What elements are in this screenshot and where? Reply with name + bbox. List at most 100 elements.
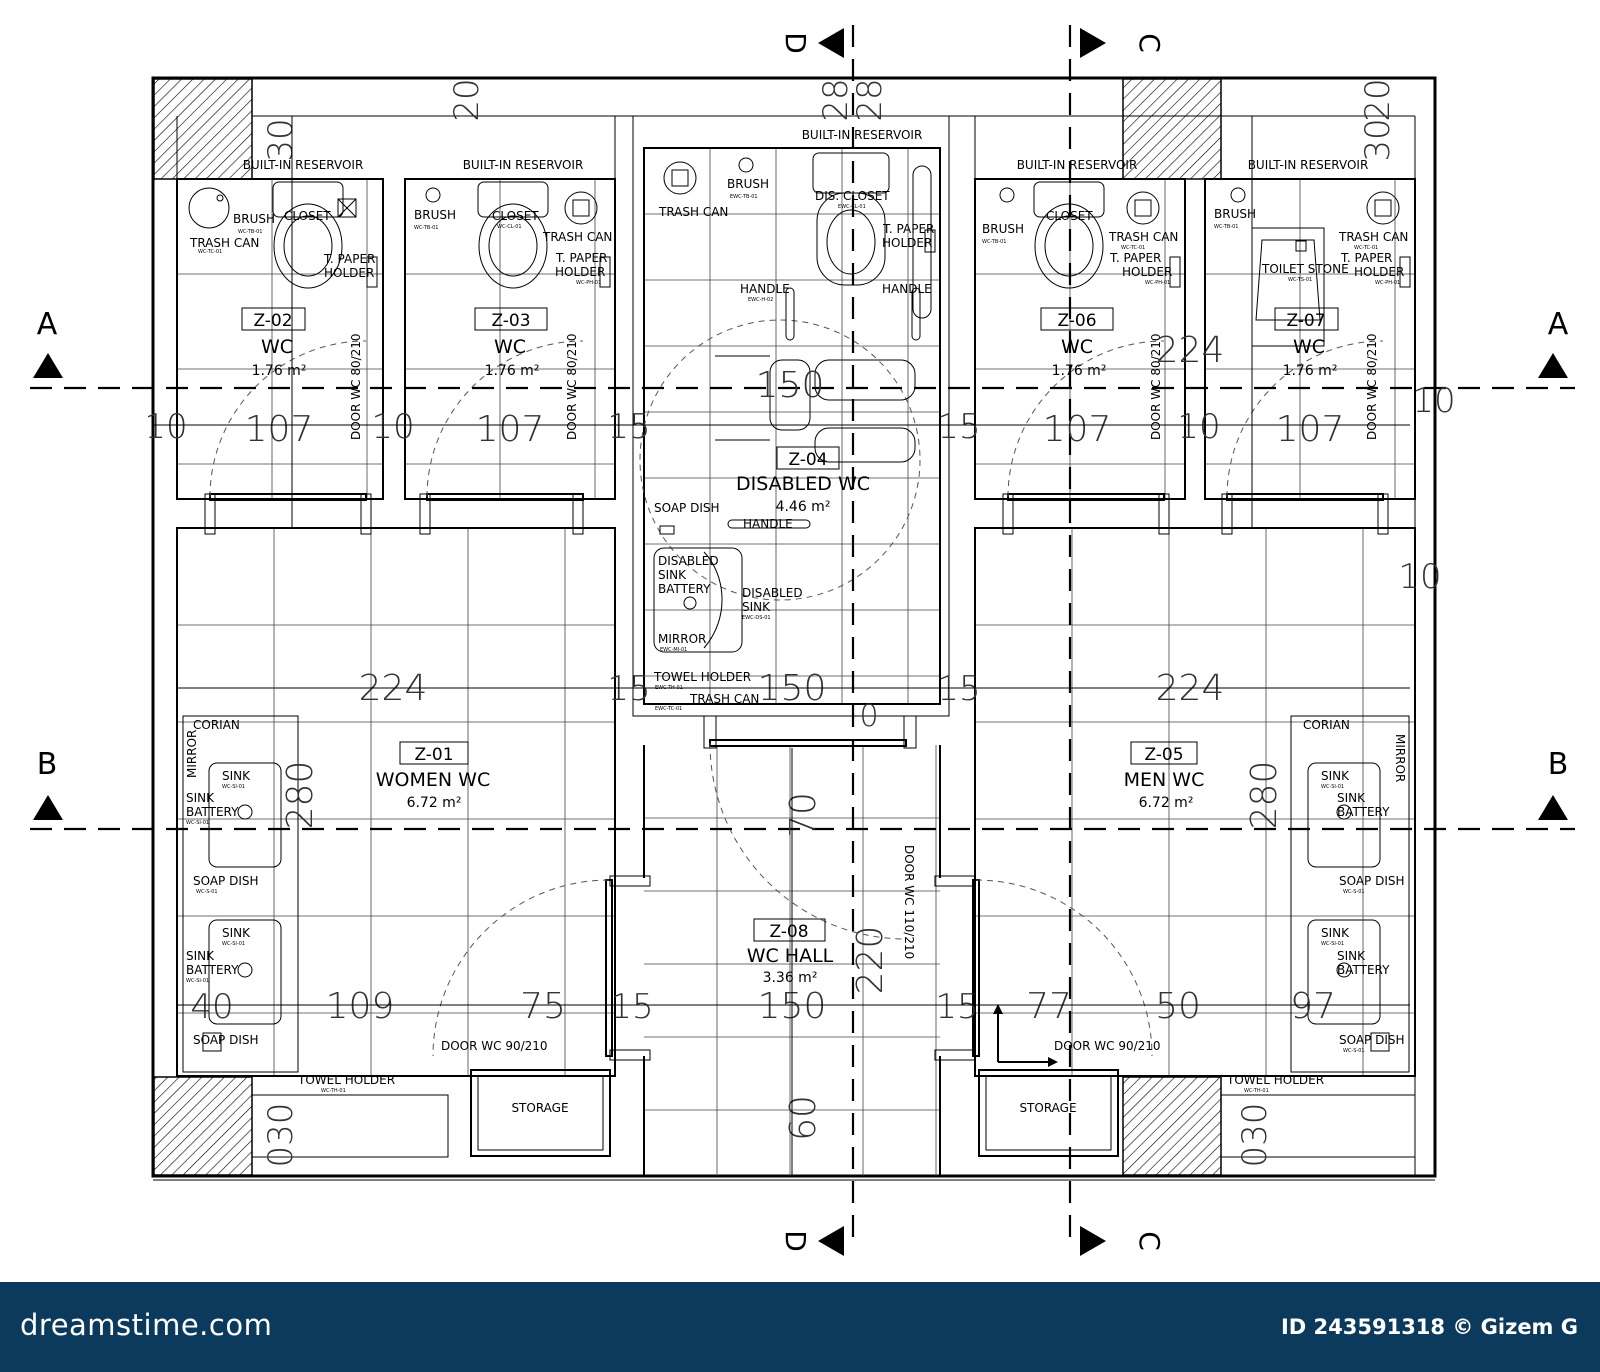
disabled-toilet-icon (812, 152, 932, 319)
code-label: WC-SI-01 (1321, 784, 1344, 790)
battery-label: BATTERY (1337, 805, 1390, 819)
fixture-graphics (188, 152, 1411, 1067)
sink-icon (1307, 919, 1381, 1025)
paper-label: T. PAPER (555, 251, 607, 265)
zone-labels: Z-02 WC 1.76 m² Z-03 WC 1.76 m² Z-04 DIS… (241, 307, 1339, 986)
sink-icon (208, 762, 282, 868)
code-label: WC-TB-01 (1214, 224, 1238, 230)
zone-tag: Z-03 (491, 311, 530, 331)
brush-label: BRUSH (982, 222, 1024, 236)
holder-label: HOLDER (882, 236, 932, 250)
code-label: WC-SI-01 (222, 941, 245, 947)
dimension: 220 (850, 926, 891, 995)
section-c-label: C (1133, 1231, 1166, 1251)
zone-area: 1.76 m² (1283, 363, 1338, 379)
zone-name: WC (261, 336, 293, 358)
door-z02[interactable] (209, 493, 367, 501)
dimension: 60 (783, 1095, 824, 1141)
code-label: WC-SI-01 (222, 784, 245, 790)
wheelchair-icon (715, 355, 916, 463)
dimension-labels: 10 107 10 107 15 150 15 107 10 107 10 22… (144, 78, 1455, 1167)
dimension: 15 (937, 407, 980, 447)
trash-can-icon (663, 161, 697, 195)
door-label: DOOR WC 80/210 (1365, 333, 1379, 440)
dimension: 10 (1177, 407, 1220, 447)
holder-label: HOLDER (555, 265, 605, 279)
trash-can-label: TRASH CAN (189, 236, 259, 250)
dimension: 30 (261, 118, 301, 161)
sink-label: SINK (1337, 949, 1366, 963)
door-label: DOOR WC 110/210 (902, 845, 916, 959)
code-label: WC-TH-01 (1244, 1088, 1269, 1094)
section-c-top-marker (1080, 28, 1106, 58)
door-z03[interactable] (426, 493, 584, 501)
zone-area: 6.72 m² (407, 795, 462, 811)
door-z04[interactable] (709, 739, 907, 747)
code-label: EWC-H-02 (748, 297, 773, 303)
door-label: DOOR WC 80/210 (565, 333, 579, 440)
code-label: WC-TS-01 (1288, 277, 1312, 283)
door-label: DOOR WC 80/210 (1149, 333, 1163, 440)
door-z06[interactable] (1007, 493, 1165, 501)
soap-dish-label: SOAP DISH (1339, 874, 1405, 888)
brand-logo[interactable]: dreamstime.com (20, 1308, 273, 1342)
sink-icon (1307, 762, 1381, 868)
floor-plan-drawing: A A B B D D C C Z-02 WC 1.76 m² Z-03 WC … (30, 25, 1575, 1256)
sink-label: SINK (1321, 926, 1350, 940)
trash-can-icon (1366, 191, 1400, 225)
disabled-sink-icon (653, 525, 743, 653)
dimension: 280 (280, 761, 321, 830)
handle-label: HANDLE (743, 517, 793, 531)
reservoir-label: BUILT-IN RESERVOIR (802, 128, 923, 142)
section-b-label: B (1548, 747, 1569, 782)
code-label: WC-SI-01 (186, 978, 209, 984)
code-label: EWC-CL-01 (838, 204, 866, 210)
dimension: 107 (476, 409, 545, 450)
storage-label: STORAGE (1019, 1101, 1076, 1115)
zone-tag: Z-02 (253, 311, 292, 331)
dimension: 15 (610, 987, 653, 1027)
paper-label: T. PAPER (1109, 251, 1161, 265)
trash-can-label: TRASH CAN (1338, 230, 1408, 244)
towel-holder-label: TOWEL HOLDER (653, 670, 751, 684)
trash-can-label: TRASH CAN (542, 230, 612, 244)
dimension: 30 (1358, 118, 1398, 161)
zone-name: WC (494, 336, 526, 358)
brush-label: BRUSH (233, 212, 275, 226)
dimension: 20 (1358, 78, 1398, 121)
zone-area: 1.76 m² (485, 363, 540, 379)
door-z01[interactable] (605, 879, 613, 1057)
reservoir-label: BUILT-IN RESERVOIR (463, 158, 584, 172)
towel-holder-label: TOWEL HOLDER (1226, 1073, 1324, 1087)
dimension: 40 (190, 987, 233, 1027)
corian-label: CORIAN (193, 718, 240, 732)
zone-tag: Z-08 (769, 922, 808, 942)
toilet-stone-label: TOILET STONE (1261, 262, 1349, 276)
closet-label: CLOSET (1046, 209, 1093, 223)
code-label: WC-PH-01 (1375, 280, 1400, 286)
zone-tag: Z-07 (1286, 311, 1325, 331)
corian-label: CORIAN (1303, 718, 1350, 732)
dimension: 030 (261, 1103, 301, 1168)
holder-label: HOLDER (1354, 265, 1404, 279)
brush-label: BRUSH (727, 177, 769, 191)
dimension: 50 (1155, 986, 1201, 1027)
code-label: WC-PH-01 (576, 280, 601, 286)
zone-name: WC (1061, 336, 1093, 358)
code-label: EWC-MI-01 (660, 647, 687, 653)
mirror-label: MIRROR (1393, 734, 1407, 782)
zone-name: WOMEN WC (376, 769, 490, 791)
dimension: 10 (371, 407, 414, 447)
battery-label: BATTERY (186, 963, 239, 977)
dimension: 15 (607, 669, 650, 709)
image-id-credit: ID 243591318 © Gizem G (1281, 1315, 1578, 1339)
code-label: WC-TC-01 (1121, 245, 1145, 251)
battery-label: BATTERY (1337, 963, 1390, 977)
reservoir-label: BUILT-IN RESERVOIR (243, 158, 364, 172)
section-d-label: D (779, 1230, 812, 1252)
section-c-bottom-marker (1080, 1226, 1106, 1256)
dimension: 107 (1043, 409, 1112, 450)
dimension: 28 (850, 78, 890, 121)
door-z07[interactable] (1226, 493, 1384, 501)
code-label: WC-TH-01 (321, 1088, 346, 1094)
